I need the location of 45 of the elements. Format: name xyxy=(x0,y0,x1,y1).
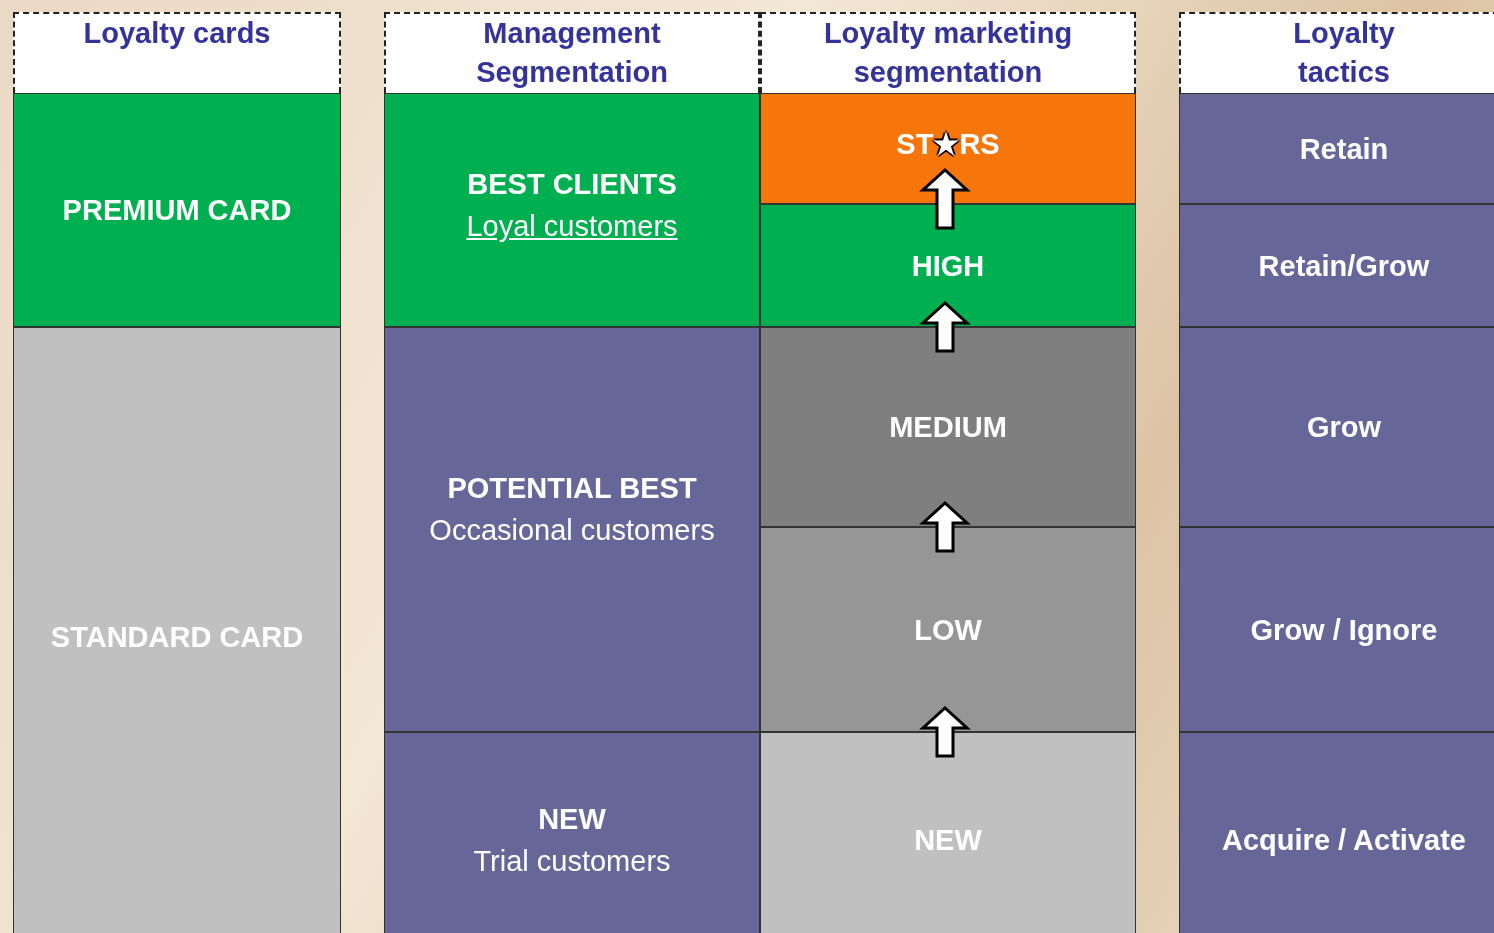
block-arrow xyxy=(919,500,971,553)
segment-label: STANDARD CARD xyxy=(50,620,304,655)
segment-label: PREMIUM CARD xyxy=(62,193,292,228)
segment-cell xyxy=(1179,732,1494,933)
segment-label: LOW xyxy=(914,612,982,648)
segment-label: MEDIUM xyxy=(889,410,1007,445)
column-title: Management Segmentation xyxy=(475,16,669,90)
segment-cell xyxy=(1179,327,1494,527)
column-title: Loyalty tactics xyxy=(1292,16,1396,90)
block-arrow xyxy=(919,167,971,230)
segment-label: ST★RS xyxy=(896,126,1000,162)
segment-description: Occasional customers xyxy=(429,512,715,548)
column-header xyxy=(760,12,1136,93)
segment-cell xyxy=(760,204,1136,327)
segment-cell xyxy=(760,327,1136,527)
segment-label: NEW xyxy=(538,801,606,837)
segment-label: POTENTIAL BEST xyxy=(447,470,697,506)
segment-cell xyxy=(760,93,1136,204)
segment-label: Grow xyxy=(1306,410,1382,445)
block-arrow xyxy=(919,705,971,758)
segment-cell xyxy=(1179,204,1494,327)
segment-cell xyxy=(13,327,341,933)
segment-cell xyxy=(760,527,1136,732)
column-header xyxy=(13,12,341,93)
column-header xyxy=(384,12,760,93)
segment-label: Retain xyxy=(1299,131,1389,167)
segment-cell xyxy=(760,732,1136,933)
segment-cell xyxy=(13,93,341,327)
segment-label: Grow / Ignore xyxy=(1250,612,1438,648)
column-title: Loyalty marketing segmentation xyxy=(822,16,1074,90)
segment-cell xyxy=(1179,93,1494,204)
segment-cell xyxy=(384,93,760,327)
segment-cell xyxy=(384,732,760,933)
segment-description: Loyal customers xyxy=(466,209,678,244)
segment-cell xyxy=(1179,527,1494,732)
segment-label: Retain/Grow xyxy=(1258,248,1430,284)
block-arrow xyxy=(919,300,971,353)
segment-label: BEST CLIENTS xyxy=(467,167,677,202)
segment-label: NEW xyxy=(914,822,982,858)
column-title: Loyalty cards xyxy=(83,16,271,51)
column-header xyxy=(1179,12,1494,93)
segment-description: Trial customers xyxy=(473,843,671,879)
segment-cell xyxy=(384,327,760,732)
segment-label: Acquire / Activate xyxy=(1222,822,1466,858)
segment-label: HIGH xyxy=(911,248,985,284)
